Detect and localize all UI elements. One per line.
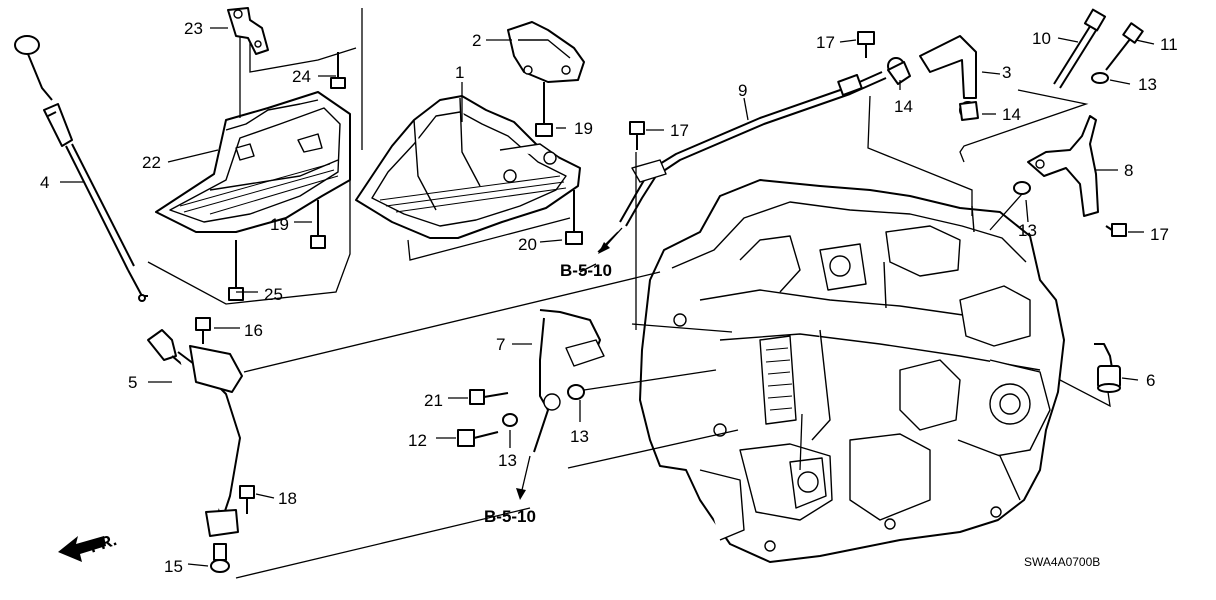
bolt-part-24 [330, 52, 346, 89]
callout-2: 2 [472, 31, 481, 50]
callout-3: 3 [1002, 63, 1011, 82]
dipstick-part [14, 35, 148, 302]
bolt-part-12 [457, 429, 499, 447]
bolt-part-21 [469, 389, 509, 405]
callout-25: 25 [264, 285, 283, 304]
callout-8: 8 [1124, 161, 1133, 180]
clamp-part-14-left [887, 61, 911, 85]
ref-arrow-top-icon [598, 227, 623, 254]
callout-7: 7 [496, 335, 505, 354]
upper-cover-part-1 [355, 95, 581, 239]
bracket-part-8 [1027, 115, 1099, 217]
bracket-part-2 [507, 21, 585, 83]
callout-24: 24 [292, 67, 311, 86]
callout-17-top: 17 [816, 33, 835, 52]
callout-12: 12 [408, 431, 427, 450]
drawing-code: SWA4A0700B [1024, 555, 1100, 569]
clamp-part-14-right [959, 101, 979, 121]
callout-17-mid: 17 [670, 121, 689, 140]
callout-6: 6 [1146, 371, 1155, 390]
washer-part-13-mid [567, 384, 585, 400]
callout-1: 1 [455, 63, 464, 82]
callout-10: 10 [1032, 29, 1051, 48]
bolt-part-17-mid [629, 121, 645, 150]
callout-20: 20 [518, 235, 537, 254]
bolt-part-19-lower [310, 200, 326, 249]
cross-reference-bottom: B-5-10 [484, 507, 536, 526]
callout-13-right: 13 [1018, 221, 1037, 240]
direction-arrow-icon [58, 536, 106, 562]
callout-11: 11 [1160, 35, 1178, 54]
callout-15: 15 [164, 557, 183, 576]
callout-13-left: 13 [498, 451, 517, 470]
washer-part-13-upper-right [1091, 72, 1109, 84]
transmission-assembly [639, 179, 1065, 563]
bolt-part-11 [1105, 22, 1144, 71]
bolt-part-19-upper [535, 82, 553, 137]
bolt-part-10 [1053, 8, 1107, 89]
washer-part-13-left [502, 413, 518, 427]
bolt-part-25 [228, 240, 244, 301]
callout-4: 4 [40, 173, 49, 192]
ref-arrow-bottom-icon [516, 455, 531, 500]
callout-13-upper-right: 13 [1138, 75, 1157, 94]
callout-17-right: 17 [1150, 225, 1169, 244]
lower-cover-part-22 [155, 91, 351, 233]
callout-19-lower: 19 [270, 215, 289, 234]
callout-23: 23 [184, 19, 203, 38]
callout-5: 5 [128, 373, 137, 392]
callout-18: 18 [278, 489, 297, 508]
bolt-part-17-right [1105, 223, 1127, 237]
pipe-part-7 [533, 309, 605, 453]
bolt-part-17-top [857, 31, 875, 58]
bolt-part-16 [195, 317, 211, 344]
bolt-part-18 [239, 485, 255, 514]
callout-16: 16 [244, 321, 263, 340]
callout-labels: 1 2 3 4 5 6 7 8 9 10 11 12 13 13 13 13 1… [40, 19, 1178, 576]
callout-19-upper: 19 [574, 119, 593, 138]
callout-13-mid: 13 [570, 427, 589, 446]
harness-part-5 [147, 329, 243, 537]
callout-14-left: 14 [894, 97, 913, 116]
cross-reference-top: B-5-10 [560, 261, 612, 280]
direction-marker-label: FR. [87, 530, 119, 557]
washer-part-15 [210, 543, 230, 573]
bolt-part-20 [565, 190, 583, 245]
cap-part-6 [1094, 343, 1121, 393]
callout-9: 9 [738, 81, 747, 100]
callout-21: 21 [424, 391, 443, 410]
washer-part-13-right [1013, 181, 1031, 195]
callout-22: 22 [142, 153, 161, 172]
clip-part-23 [227, 7, 269, 55]
leader-lines [60, 8, 1155, 579]
callout-14-right: 14 [1002, 105, 1021, 124]
